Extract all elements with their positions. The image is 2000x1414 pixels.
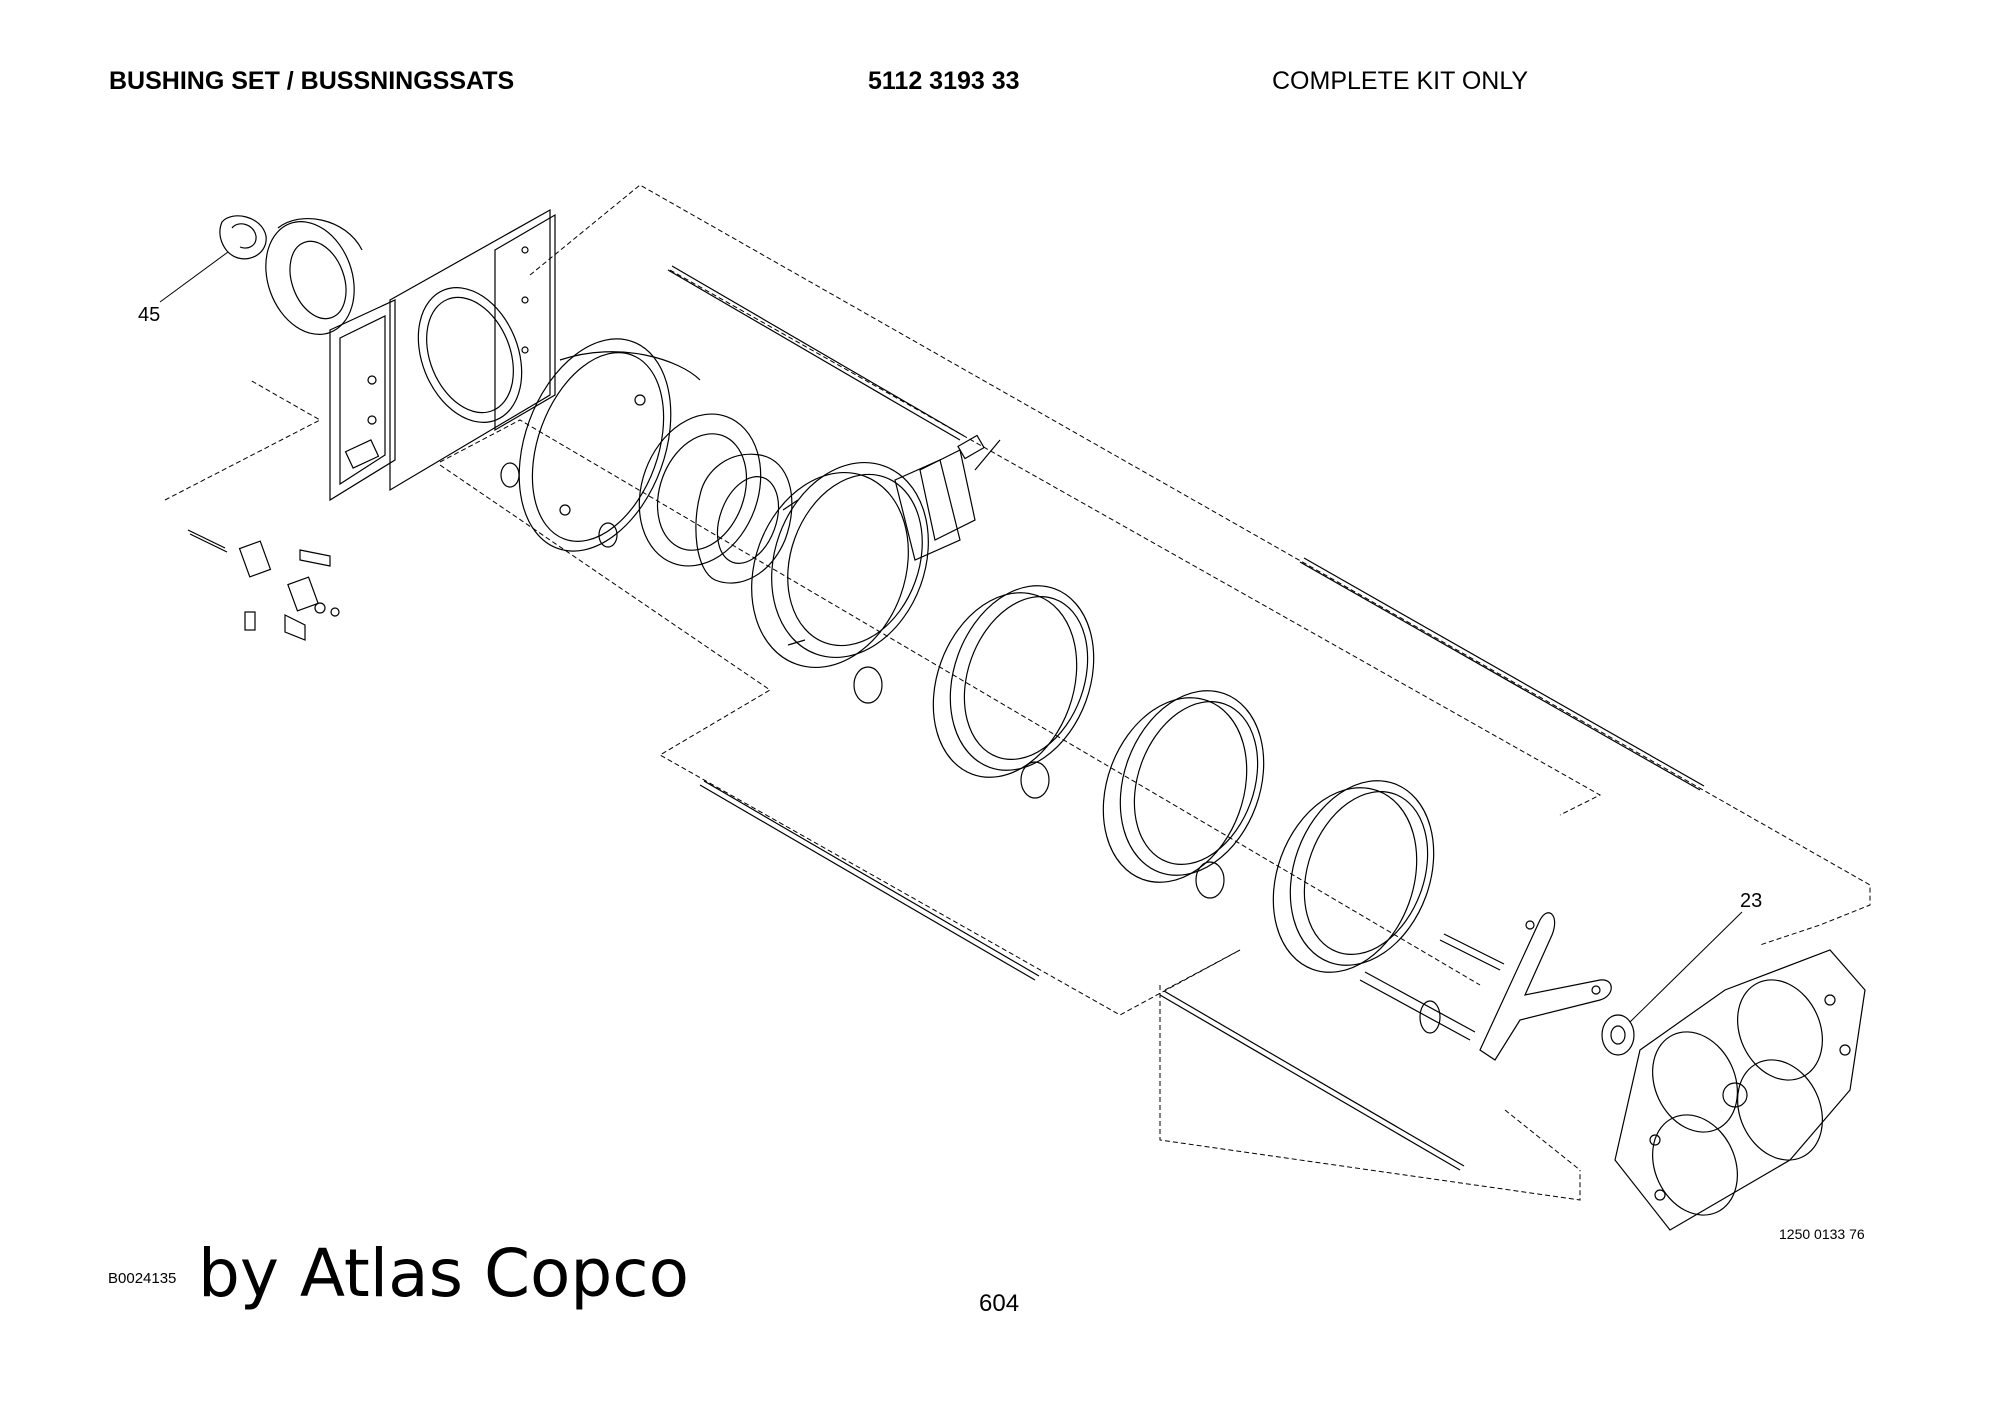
- bearing-housing: [1601, 1014, 1635, 1056]
- slip-ring-3: [1102, 690, 1265, 883]
- page-number: 604: [979, 1290, 1020, 1317]
- assembly-outline: [164, 184, 1871, 1201]
- end-plate: [1614, 949, 1866, 1231]
- kit-note: COMPLETE KIT ONLY: [1272, 67, 1529, 95]
- callout-23-leader: [1629, 911, 1743, 1023]
- shaft-assembly: [1359, 933, 1505, 1041]
- brush-holder: [894, 434, 1001, 561]
- gasket: [638, 413, 762, 567]
- slip-ring-4: [1272, 780, 1435, 973]
- callout-45-leader: [159, 251, 229, 303]
- mounting-bracket: [1479, 912, 1612, 1061]
- page-code: B0024135: [108, 1270, 177, 1287]
- tie-rods: [667, 265, 1705, 1171]
- flange-plate: [695, 453, 793, 584]
- part-number: 5112 3193 33: [868, 67, 1020, 95]
- terminal-hardware: [187, 529, 340, 641]
- front-housing-ring: [518, 338, 701, 552]
- mounting-plate-left: [329, 299, 396, 502]
- drawing-number: 1250 0133 76: [1779, 1226, 1865, 1242]
- callout-45: 45: [138, 304, 161, 326]
- mounting-plate-center: [389, 208, 556, 492]
- callout-23: 23: [1740, 890, 1763, 912]
- page-title: BUSHING SET / BUSSNINGSSATS: [109, 67, 515, 95]
- slip-ring-2: [932, 585, 1095, 778]
- spacer-washers: [500, 462, 1225, 899]
- bushing-part-45: [219, 215, 363, 335]
- brand-text: by Atlas Copco: [198, 1235, 689, 1312]
- slip-ring-1: [751, 461, 929, 669]
